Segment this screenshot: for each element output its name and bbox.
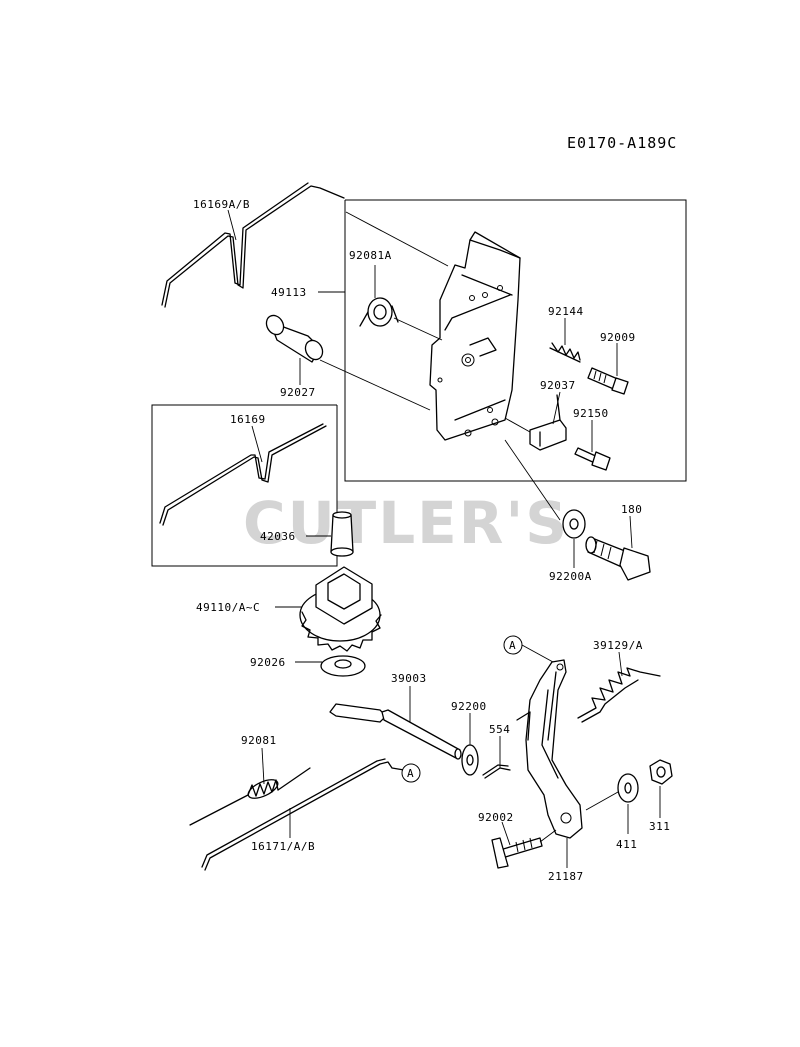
governor-arm-21187 xyxy=(516,659,583,839)
label-39003: 39003 xyxy=(391,672,427,685)
leader-411-axis xyxy=(585,791,619,811)
spring-39129a xyxy=(577,667,661,723)
washer-92200a xyxy=(562,509,586,539)
washer-92026 xyxy=(320,655,366,677)
bolt-92002 xyxy=(491,837,543,869)
leader-92081 xyxy=(261,747,265,785)
label-311: 311 xyxy=(649,820,670,833)
spring-92081a xyxy=(359,297,399,327)
label-411: 411 xyxy=(616,838,637,851)
svg-text:A: A xyxy=(407,767,414,780)
svg-text:A: A xyxy=(509,639,516,652)
leader-39129a xyxy=(618,651,623,677)
label-92081a: 92081A xyxy=(349,249,392,262)
leader-92027-axis xyxy=(319,359,431,411)
control-bracket-49113 xyxy=(429,231,521,441)
label-16171ab: 16171/A/B xyxy=(251,840,315,853)
leader-92037 xyxy=(552,391,561,425)
leader-180 xyxy=(629,515,633,549)
nut-311 xyxy=(649,759,673,785)
label-42036: 42036 xyxy=(260,530,296,543)
pin-42036 xyxy=(330,511,354,557)
screw-92009 xyxy=(587,367,629,395)
label-92026: 92026 xyxy=(250,656,286,669)
pin-554 xyxy=(482,764,511,779)
label-16169: 16169 xyxy=(230,413,266,426)
washer-92200 xyxy=(461,744,479,776)
watermark: CUTLER'S xyxy=(243,489,569,557)
label-49113: 49113 xyxy=(271,286,307,299)
leader-92002 xyxy=(501,821,511,846)
leader-49113-top xyxy=(345,211,449,267)
bracket-92037 xyxy=(529,394,567,451)
spring-92144 xyxy=(549,342,581,363)
label-92200a: 92200A xyxy=(549,570,592,583)
rod-16169ab xyxy=(161,182,345,308)
leader-16169 xyxy=(251,425,263,463)
label-554: 554 xyxy=(489,723,510,736)
gear-49110 xyxy=(299,566,382,652)
rod-16169 xyxy=(159,423,327,526)
callout-a-bottom: A xyxy=(401,763,421,783)
label-16169ab: 16169A/B xyxy=(193,198,250,211)
label-39129a: 39129/A xyxy=(593,639,643,652)
label-180: 180 xyxy=(621,503,642,516)
bolt-92150 xyxy=(574,447,611,471)
label-92200: 92200 xyxy=(451,700,487,713)
label-49110: 49110/A~C xyxy=(196,601,260,614)
label-92144: 92144 xyxy=(548,305,584,318)
label-92002: 92002 xyxy=(478,811,514,824)
label-21187: 21187 xyxy=(548,870,584,883)
diagram-code: E0170-A189C xyxy=(567,134,677,152)
leader-92002-axis xyxy=(539,829,557,843)
label-92037: 92037 xyxy=(540,379,576,392)
callout-a-top: A xyxy=(503,635,554,663)
label-92081: 92081 xyxy=(241,734,277,747)
bracket-assembly-frame xyxy=(344,199,687,482)
collar-92027 xyxy=(265,314,324,363)
shaft-39003 xyxy=(329,703,462,760)
leader-92200a-axis xyxy=(504,439,561,521)
leader-92081a-b xyxy=(393,317,443,341)
label-92027: 92027 xyxy=(280,386,316,399)
bolt-180 xyxy=(585,536,651,581)
washer-411 xyxy=(617,773,639,803)
leader-92037-b xyxy=(504,417,531,433)
rod-16171ab xyxy=(201,758,405,871)
label-92009: 92009 xyxy=(600,331,636,344)
label-92150: 92150 xyxy=(573,407,609,420)
leader-16169ab xyxy=(227,209,237,241)
spring-92081 xyxy=(189,767,311,826)
